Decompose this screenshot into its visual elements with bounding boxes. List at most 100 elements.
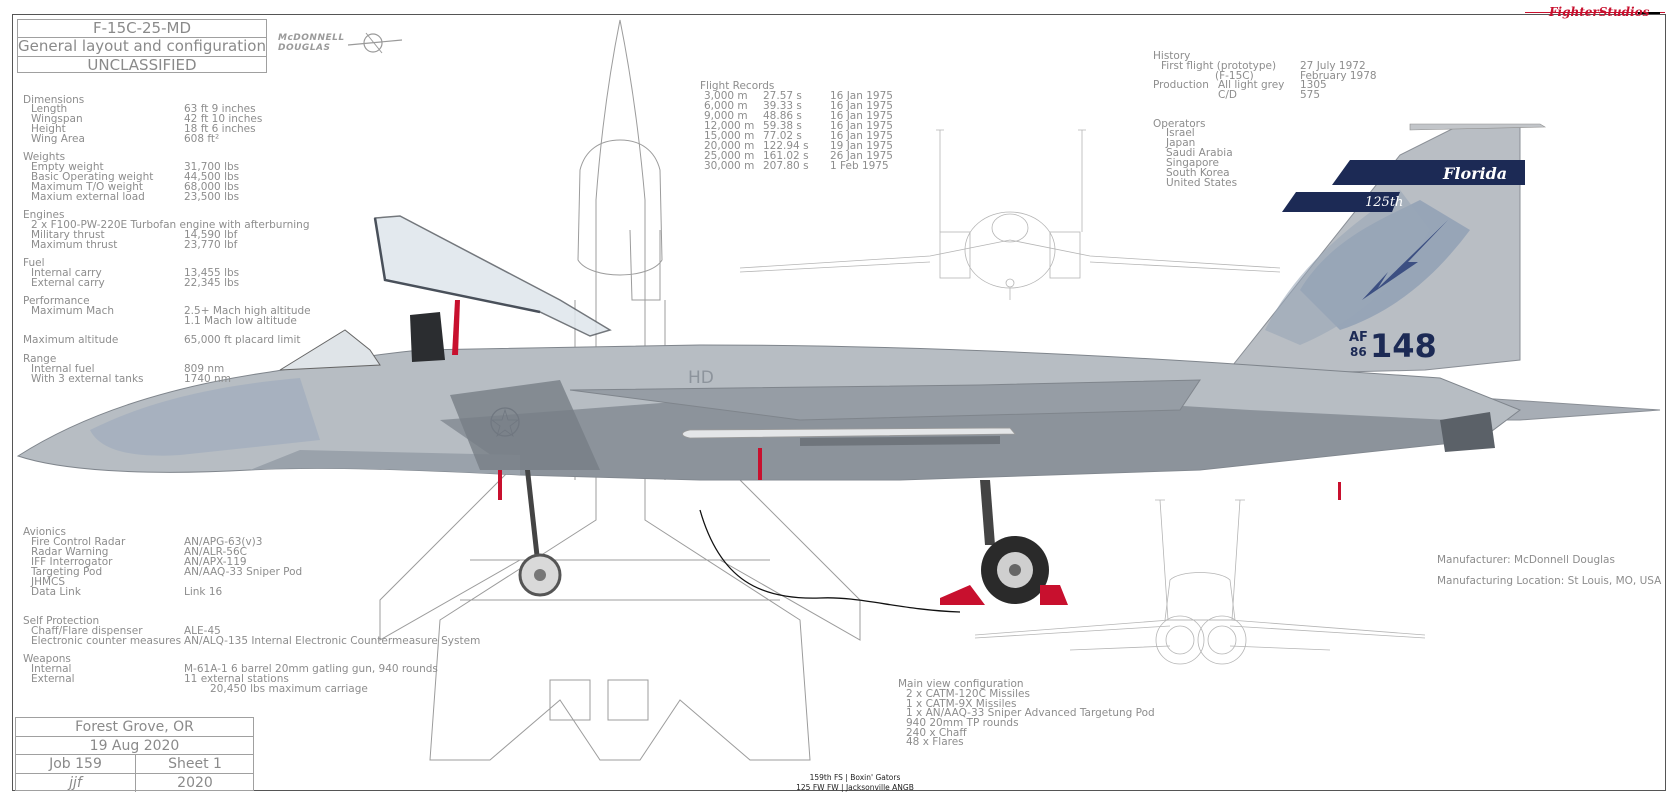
classification: UNCLASSIFIED xyxy=(87,55,197,74)
spec-value: 1.1 Mach low altitude xyxy=(184,315,297,327)
record-time: 122.94 s xyxy=(763,140,809,152)
engines-heading: Engines xyxy=(23,209,65,221)
spec-value: 809 nm xyxy=(184,363,225,375)
logo-line1: McDONNELL xyxy=(278,33,345,43)
first-flight-label: First flight (prototype) xyxy=(1161,60,1277,72)
logo-emblem-icon xyxy=(347,32,403,54)
sheet-number: Sheet 1 xyxy=(168,756,222,772)
spec-label: Radar Warning xyxy=(31,546,109,558)
spec-label: Data Link xyxy=(31,586,81,598)
spec-label: Maximum altitude xyxy=(23,334,119,346)
spec-value: 1740 nm xyxy=(184,373,231,385)
job-row: Job 159 Sheet 1 xyxy=(16,755,253,774)
self-protection-heading: Self Protection xyxy=(23,615,100,627)
brand-rule-dark xyxy=(1638,12,1660,14)
fuel-heading: Fuel xyxy=(23,257,45,269)
spec-label: With 3 external tanks xyxy=(31,373,144,385)
config-item: 48 x Flares xyxy=(906,736,964,748)
dimensions-heading: Dimensions xyxy=(23,94,85,106)
record-date: 16 Jan 1975 xyxy=(830,130,893,142)
record-altitude: 3,000 m xyxy=(704,90,748,102)
engine-description: 2 x F100-PW-220E Turbofan engine with af… xyxy=(31,219,310,231)
record-time: 27.57 s xyxy=(763,90,802,102)
avionics-heading: Avionics xyxy=(23,526,66,538)
operator-item: South Korea xyxy=(1166,167,1230,179)
record-time: 207.80 s xyxy=(763,160,809,172)
record-altitude: 12,000 m xyxy=(704,120,755,132)
spec-value: 18 ft 6 inches xyxy=(184,123,256,135)
main-view-heading: Main view configuration xyxy=(898,678,1024,690)
performance-heading: Performance xyxy=(23,295,90,307)
record-altitude: 6,000 m xyxy=(704,100,748,112)
history-heading: History xyxy=(1153,50,1191,62)
record-altitude: 30,000 m xyxy=(704,160,755,172)
front-view-outline xyxy=(739,129,1281,300)
record-date: 16 Jan 1975 xyxy=(830,90,893,102)
top-view-outline xyxy=(379,19,861,761)
spec-label: Maxium external load xyxy=(31,191,145,203)
tail-unit: 125th xyxy=(1365,195,1404,210)
record-time: 48.86 s xyxy=(763,110,802,122)
record-time: 161.02 s xyxy=(763,150,809,162)
record-altitude: 15,000 m xyxy=(704,130,755,142)
spec-value: 11 external stations xyxy=(184,673,289,685)
record-date: 19 Jan 1975 xyxy=(830,140,893,152)
record-date: 26 Jan 1975 xyxy=(830,150,893,162)
range-heading: Range xyxy=(23,353,57,365)
brand-name: FighterStudios xyxy=(1549,5,1650,19)
record-date: 16 Jan 1975 xyxy=(830,100,893,112)
record-altitude: 25,000 m xyxy=(704,150,755,162)
spec-value: 44,500 lbs xyxy=(184,171,240,183)
spec-value: AN/ALQ-135 Internal Electronic Counterme… xyxy=(184,635,481,647)
spec-value: 23,500 lbs xyxy=(184,191,240,203)
spec-label: External carry xyxy=(31,277,105,289)
job-number: Job 159 xyxy=(49,756,102,772)
config-item: 1 x AN/AAQ-33 Sniper Advanced Targetung … xyxy=(906,707,1155,719)
operator-item: Japan xyxy=(1166,137,1196,149)
drafter-initials: jjf xyxy=(69,774,82,791)
spec-value: AN/ALR-56C xyxy=(184,546,247,558)
spec-value: 22,345 lbs xyxy=(184,277,240,289)
sheet-border xyxy=(12,14,1666,791)
manufacturer-name: Manufacturer: McDonnell Douglas xyxy=(1437,554,1615,566)
spec-value: AN/AAQ-33 Sniper Pod xyxy=(184,566,303,578)
spec-value: 13,455 lbs xyxy=(184,267,240,279)
title-block: F-15C-25-MD General layout and configura… xyxy=(17,19,267,73)
spec-label: Internal carry xyxy=(31,267,102,279)
job-date: 19 Aug 2020 xyxy=(89,737,180,754)
operator-item: United States xyxy=(1166,177,1238,189)
weights-heading: Weights xyxy=(23,151,66,163)
designation: F-15C-25-MD xyxy=(18,19,266,39)
spec-label: Maximum Mach xyxy=(31,305,114,317)
spec-label: IFF Interrogator xyxy=(31,556,113,568)
record-date: 16 Jan 1975 xyxy=(830,120,893,132)
spec-label: Maximum T/O weight xyxy=(31,181,144,193)
record-time: 39.33 s xyxy=(763,100,802,112)
spec-value: 31,700 lbs xyxy=(184,161,240,173)
spec-label: JHMCS xyxy=(31,576,66,588)
job-row: jjf 2020 xyxy=(16,774,253,793)
job-row: 19 Aug 2020 xyxy=(16,737,253,755)
layout-subtitle: General layout and configuration xyxy=(18,37,266,57)
unit-caption-line1: 159th FS | Boxin' Gators xyxy=(809,773,901,782)
serial-prefix-bottom: 86 xyxy=(1350,345,1367,359)
spec-value: M-61A-1 6 barrel 20mm gatling gun, 940 r… xyxy=(184,663,438,675)
weapons-heading: Weapons xyxy=(23,653,71,665)
spec-value: 65,000 ft placard limit xyxy=(184,334,301,346)
config-item: 940 20mm TP rounds xyxy=(906,717,1019,729)
spec-value: 14,590 lbf xyxy=(184,229,238,241)
spec-label: Empty weight xyxy=(31,161,104,173)
production-row-label: C/D xyxy=(1218,89,1237,101)
spec-label: Maximum thrust xyxy=(31,239,118,251)
config-item: 1 x CATM-9X Missiles xyxy=(906,698,1017,710)
spec-label: Electronic counter measures xyxy=(31,635,182,647)
record-date: 16 Jan 1975 xyxy=(830,110,893,122)
spec-label: Chaff/Flare dispenser xyxy=(31,625,143,637)
job-block: Forest Grove, OR 19 Aug 2020 Job 159 She… xyxy=(15,717,254,793)
spec-value: Link 16 xyxy=(184,586,223,598)
spec-label: Military thrust xyxy=(31,229,105,241)
spec-label: Basic Operating weight xyxy=(31,171,154,183)
spec-value: ALE-45 xyxy=(184,625,221,637)
operator-item: Saudi Arabia xyxy=(1166,147,1233,159)
